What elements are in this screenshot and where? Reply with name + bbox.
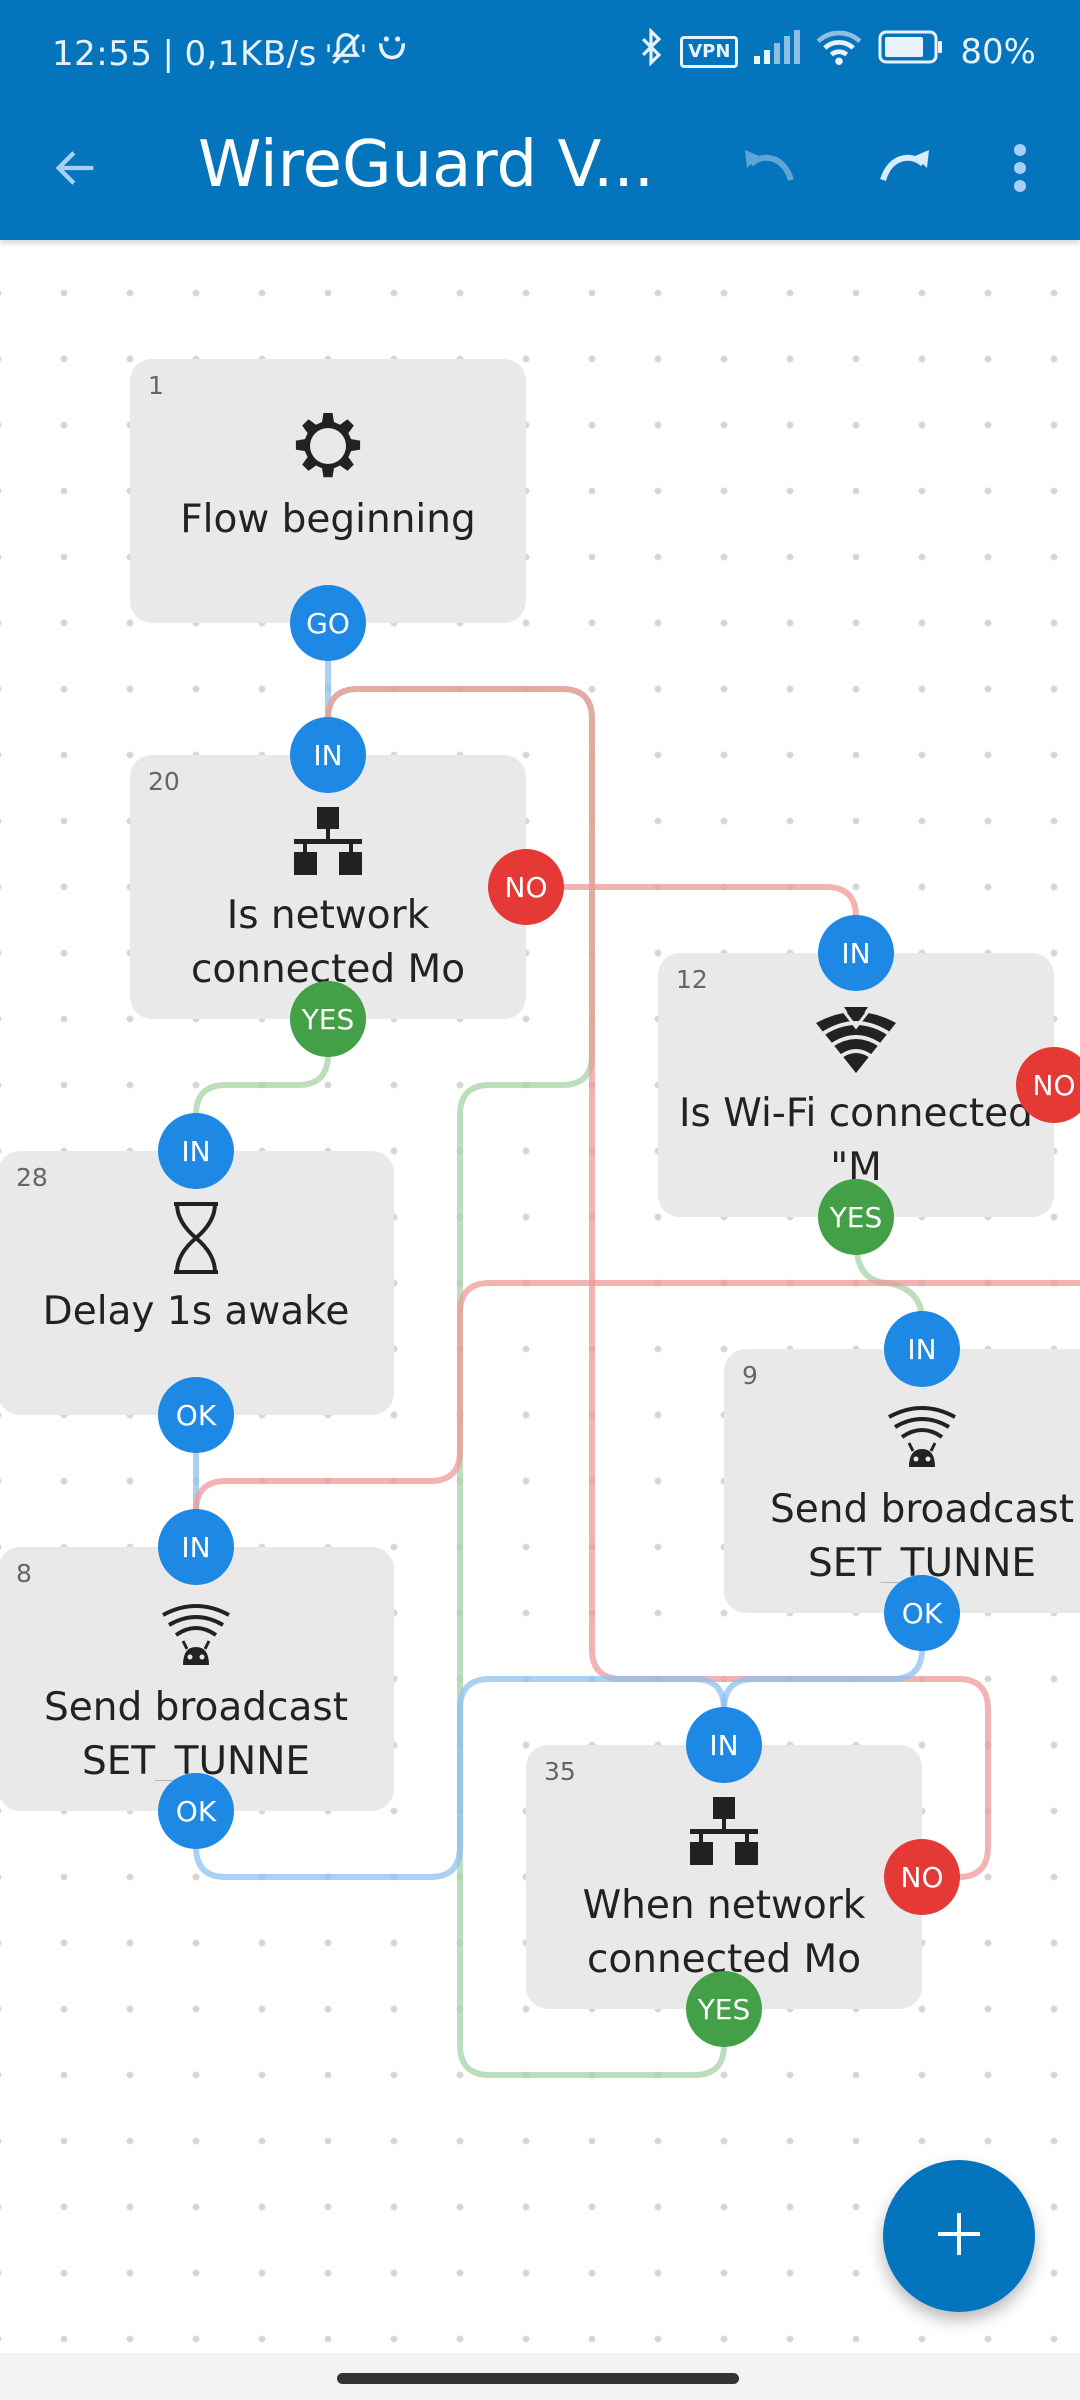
hourglass-icon — [156, 1202, 236, 1274]
system-nav-bar — [0, 2353, 1080, 2400]
arrow-left-icon — [50, 142, 102, 198]
node-label: Delay 1s awake — [42, 1289, 350, 1334]
cell-signal-icon — [754, 30, 801, 73]
status-separator: | — [162, 33, 175, 74]
node-id: 8 — [16, 1559, 32, 1588]
network-icon — [288, 807, 368, 877]
port-ok[interactable]: OK — [158, 1773, 234, 1849]
port-yes[interactable]: YES — [818, 1179, 894, 1255]
flow-node-35[interactable]: 35 When network connected Mo — [526, 1745, 922, 2009]
node-id: 28 — [16, 1163, 48, 1192]
wifi-icon — [816, 28, 862, 75]
port-no[interactable]: NO — [884, 1839, 960, 1915]
more-options-button[interactable] — [984, 134, 1056, 206]
battery-percent: 80% — [960, 31, 1036, 72]
undo-icon — [741, 143, 801, 197]
plus-icon — [938, 2213, 980, 2259]
flow-node-20[interactable]: 20 Is network connected Mo — [130, 755, 526, 1019]
undo-button[interactable] — [735, 134, 807, 206]
home-gesture-handle[interactable] — [337, 2373, 739, 2384]
port-in[interactable]: IN — [686, 1707, 762, 1783]
add-node-button[interactable] — [883, 2160, 1035, 2312]
status-bar: 12:55 | 0,1KB/s VPN 80% — [0, 0, 1080, 100]
node-label: Is Wi-Fi connected "M — [679, 1091, 1033, 1187]
port-ok[interactable]: OK — [158, 1377, 234, 1453]
more-vert-icon — [1012, 142, 1028, 198]
port-no[interactable]: NO — [488, 849, 564, 925]
port-yes[interactable]: YES — [686, 1971, 762, 2047]
network-icon — [684, 1797, 764, 1867]
battery-icon — [878, 30, 944, 73]
node-id: 12 — [676, 965, 708, 994]
port-yes[interactable]: YES — [290, 981, 366, 1057]
app-bar: 12:55 | 0,1KB/s VPN 80% — [0, 0, 1080, 240]
bluetooth-icon — [638, 27, 664, 75]
node-label: Send broadcast SET_TUNNE — [43, 1685, 349, 1781]
node-label: Send broadcast SET_TUNNE — [769, 1487, 1075, 1583]
node-id: 9 — [742, 1361, 758, 1390]
gear-icon — [288, 411, 368, 481]
port-in[interactable]: IN — [158, 1509, 234, 1585]
status-right: VPN 80% — [638, 27, 1036, 75]
back-button[interactable] — [40, 134, 112, 206]
node-label: Is network connected Mo — [190, 893, 466, 989]
smiley-icon — [375, 32, 409, 75]
android-broadcast-icon — [156, 1599, 236, 1669]
wifi-signal-icon — [816, 1005, 896, 1075]
port-in[interactable]: IN — [818, 915, 894, 991]
android-broadcast-icon — [882, 1401, 962, 1471]
node-id: 35 — [544, 1757, 576, 1786]
flow-node-8[interactable]: 8 Send broadcast SET_TUNNE — [0, 1547, 394, 1811]
port-in[interactable]: IN — [158, 1113, 234, 1189]
node-label: Flow beginning — [180, 497, 476, 542]
page-title: WireGuard V... — [198, 128, 655, 202]
node-label: When network connected Mo — [582, 1883, 866, 1979]
redo-button[interactable] — [867, 134, 939, 206]
port-in[interactable]: IN — [884, 1311, 960, 1387]
redo-icon — [873, 143, 933, 197]
status-network-speed: 0,1KB/s — [184, 33, 317, 74]
status-left: 12:55 | 0,1KB/s — [52, 30, 409, 77]
vibrate-off-bell-icon — [327, 30, 365, 77]
flow-node-1[interactable]: 1 Flow beginning — [130, 359, 526, 623]
flow-node-9[interactable]: 9 Send broadcast SET_TUNNE — [724, 1349, 1080, 1613]
port-ok[interactable]: OK — [884, 1575, 960, 1651]
node-id: 20 — [148, 767, 180, 796]
toolbar: WireGuard V... — [0, 100, 1080, 240]
node-id: 1 — [148, 371, 164, 400]
port-go[interactable]: GO — [290, 585, 366, 661]
flow-node-12[interactable]: 12 Is Wi-Fi connected "M — [658, 953, 1054, 1217]
port-in[interactable]: IN — [290, 717, 366, 793]
port-no[interactable]: NO — [1016, 1047, 1080, 1123]
flow-node-28[interactable]: 28 Delay 1s awake — [0, 1151, 394, 1415]
vpn-icon: VPN — [680, 35, 739, 68]
status-time: 12:55 — [52, 33, 153, 74]
